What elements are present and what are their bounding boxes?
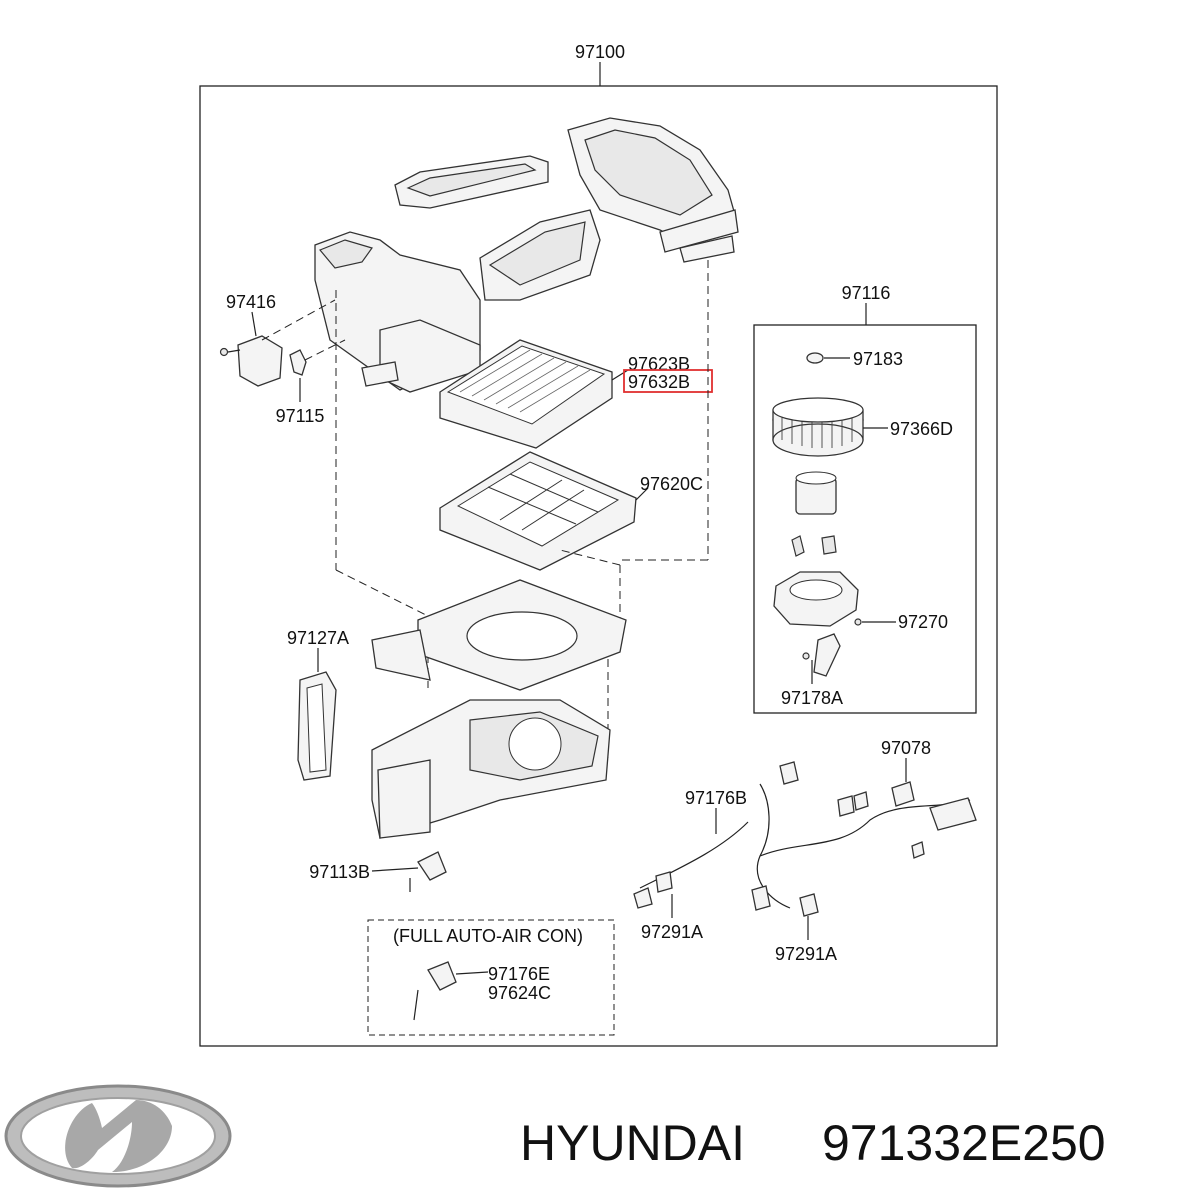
label-97115: 97115 bbox=[276, 406, 325, 426]
bracket-part bbox=[802, 633, 841, 677]
label-97116: 97116 bbox=[842, 283, 891, 303]
lower-housing bbox=[371, 699, 611, 839]
label-97366d: 97366D bbox=[890, 419, 953, 439]
part-number: 971332E250 bbox=[822, 1115, 1106, 1171]
brand-name: HYUNDAI bbox=[520, 1115, 745, 1171]
label-97416: 97416 bbox=[226, 292, 276, 312]
wiring-harness bbox=[633, 761, 977, 917]
label-97176b: 97176B bbox=[685, 788, 747, 808]
hyundai-logo bbox=[4, 1084, 232, 1188]
highlight-box bbox=[623, 369, 713, 393]
label-97620c: 97620C bbox=[640, 474, 703, 494]
fan-part bbox=[772, 397, 864, 457]
label-97270: 97270 bbox=[898, 612, 948, 632]
motor-cap-part bbox=[806, 352, 824, 364]
diagram-frame bbox=[199, 85, 998, 1047]
label-97291a-left: 97291A bbox=[641, 922, 703, 942]
label-97100: 97100 bbox=[575, 42, 625, 62]
label-97291a-right: 97291A bbox=[775, 944, 837, 964]
label-97178a: 97178A bbox=[781, 688, 843, 708]
rod-part bbox=[289, 349, 307, 376]
filter-cover bbox=[439, 451, 637, 571]
middle-housing bbox=[371, 579, 627, 691]
resistor-part bbox=[409, 851, 447, 892]
label-97176e: 97176E bbox=[488, 964, 550, 984]
label-full-auto: (FULL AUTO-AIR CON) bbox=[393, 926, 583, 946]
motor-housing-part bbox=[773, 571, 859, 627]
motor-group-box bbox=[753, 324, 977, 714]
actuator-part bbox=[219, 335, 283, 387]
motor-part bbox=[791, 471, 837, 557]
label-97113b: 97113B bbox=[309, 862, 370, 882]
label-97623b: 97623B bbox=[628, 354, 690, 374]
label-97078: 97078 bbox=[881, 738, 931, 758]
upper-housing bbox=[314, 117, 739, 393]
label-97624c: 97624C bbox=[488, 983, 551, 1003]
full-auto-box bbox=[367, 919, 615, 1036]
seal-part bbox=[297, 671, 337, 781]
auto-resistor-part bbox=[413, 961, 457, 1021]
label-97127a: 97127A bbox=[287, 628, 349, 648]
cabin-filter bbox=[439, 339, 613, 449]
label-97183: 97183 bbox=[853, 349, 903, 369]
label-97632b: 97632B bbox=[628, 372, 690, 392]
